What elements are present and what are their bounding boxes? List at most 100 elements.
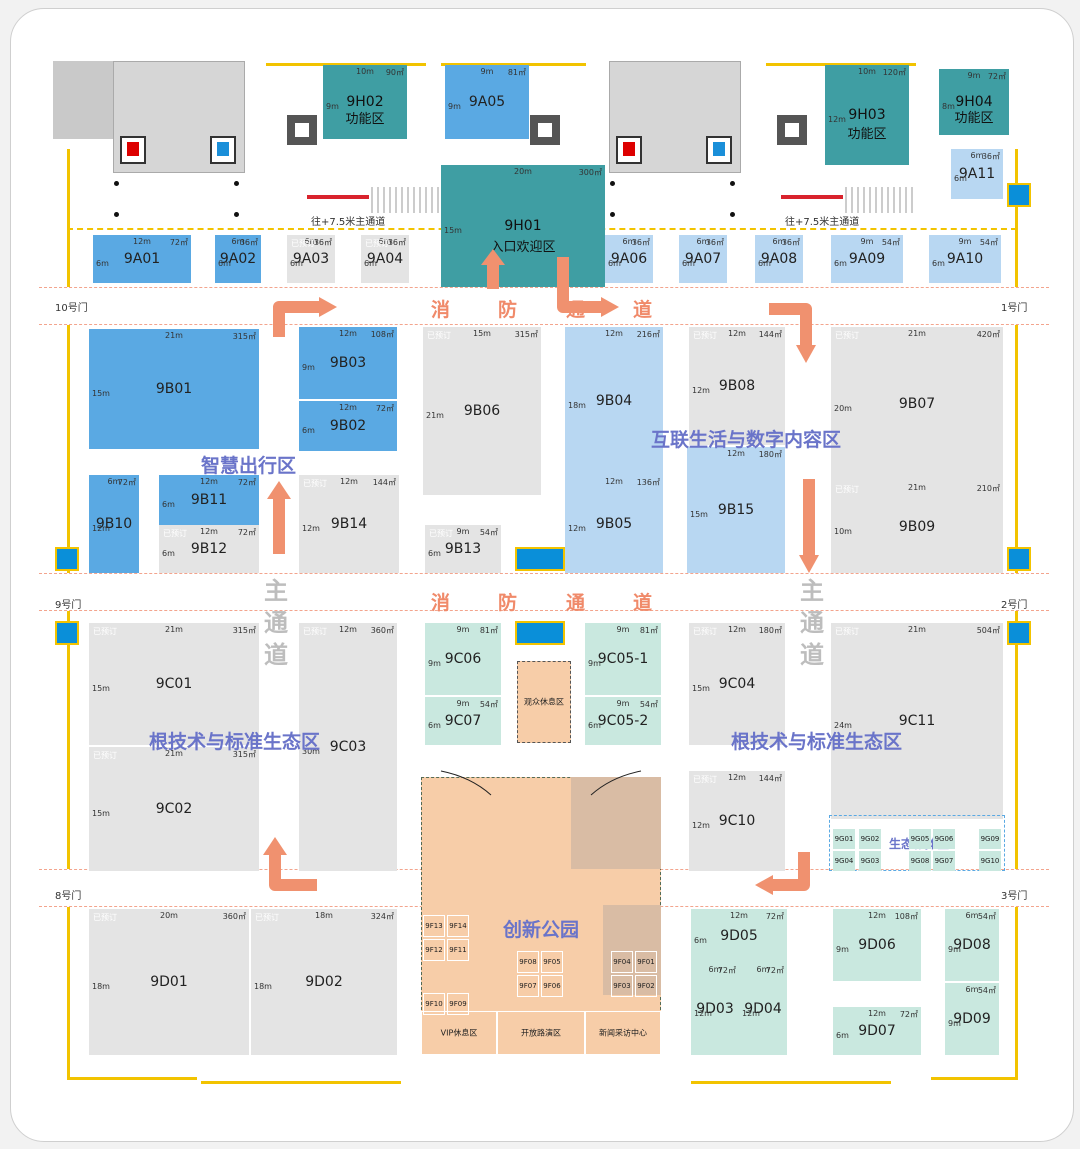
booth-id: 9B04 (595, 393, 633, 409)
zone-smart-mobility: 智慧出行区 (201, 455, 297, 477)
booth-9f11[interactable]: 9F11 (447, 939, 469, 961)
booth-dl: 12m (568, 524, 586, 533)
booth-9f07[interactable]: 9F07 (517, 975, 539, 997)
booth-area: 72㎡ (899, 1010, 918, 1019)
booth-9g03[interactable]: 9G03 (859, 851, 881, 871)
booth-9g10[interactable]: 9G10 (979, 851, 1001, 871)
booth-sub: 功能区 (954, 111, 994, 127)
booth-area: 300㎡ (578, 168, 602, 177)
booth-9f01[interactable]: 9F01 (635, 951, 657, 973)
reserved-tag: 已预订 (291, 239, 315, 248)
booth-9g01[interactable]: 9G01 (833, 829, 855, 849)
red-arrow-right (781, 195, 843, 199)
booth-9g08[interactable]: 9G08 (909, 851, 931, 871)
booth-9g06[interactable]: 9G06 (933, 829, 955, 849)
booth-area: 81㎡ (479, 626, 498, 635)
booth-9f10[interactable]: 9F10 (423, 993, 445, 1015)
booth-dl: 20m (834, 404, 852, 413)
booth-dw: 9m (616, 699, 630, 708)
booth-9g07[interactable]: 9G07 (933, 851, 955, 871)
booth-9f04[interactable]: 9F04 (611, 951, 633, 973)
park-vip[interactable]: VIP休息区 (421, 1011, 497, 1055)
booth-9g02[interactable]: 9G02 (859, 829, 881, 849)
red-arrow-left (307, 195, 369, 199)
park-open_road[interactable]: 开放路演区 (497, 1011, 585, 1055)
booth-dl: 6m (682, 259, 695, 268)
booth-area: 210㎡ (976, 484, 1000, 493)
booth-dw: 12m (340, 477, 358, 486)
booth-dw: 21m (165, 749, 183, 758)
booth-9f09[interactable]: 9F09 (447, 993, 469, 1015)
booth-9g04[interactable]: 9G04 (833, 851, 855, 871)
booth-9f03[interactable]: 9F03 (611, 975, 633, 997)
booth-9g09[interactable]: 9G09 (979, 829, 1001, 849)
booth-9f12[interactable]: 9F12 (423, 939, 445, 961)
main-channel-left: 主通道 (264, 577, 288, 669)
booth-dw: 12m (605, 477, 623, 486)
booth-9f08[interactable]: 9F08 (517, 951, 539, 973)
booth-9f05[interactable]: 9F05 (541, 951, 563, 973)
wall-bottom-2 (201, 1081, 401, 1084)
booth-9g05[interactable]: 9G05 (909, 829, 931, 849)
booth-dw: 12m (868, 911, 886, 920)
park-news[interactable]: 新闻采访中心 (585, 1011, 661, 1055)
booth-9f02[interactable]: 9F02 (635, 975, 657, 997)
booth-area: 72㎡ (765, 966, 784, 975)
booth-9f14[interactable]: 9F14 (447, 915, 469, 937)
flow-arrows (263, 249, 819, 895)
booth-id: 9A09 (848, 251, 886, 267)
audience-rest-area[interactable]: 观众休息区 (517, 661, 571, 743)
booth-9f13[interactable]: 9F13 (423, 915, 445, 937)
booth-9f06[interactable]: 9F06 (541, 975, 563, 997)
